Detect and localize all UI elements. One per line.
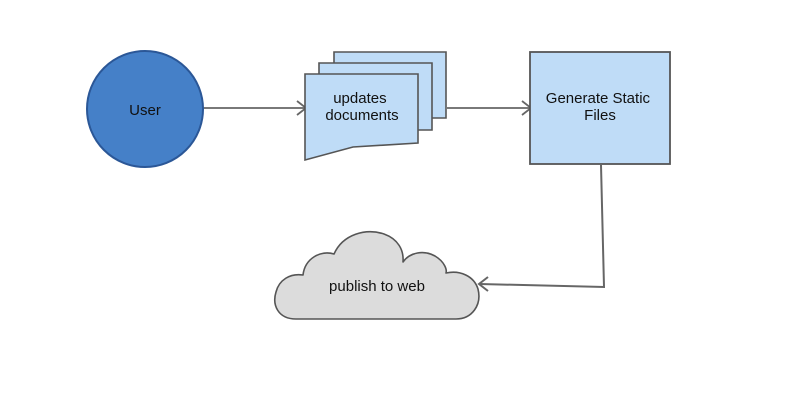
user-circle	[86, 50, 204, 168]
generate-node: Generate Static Files	[529, 51, 671, 165]
user-label: User	[129, 102, 161, 119]
document-front	[304, 73, 419, 162]
generate-label-line-1: Generate Static	[546, 90, 651, 107]
publish-label: publish to web	[329, 278, 425, 295]
generate-label-line-2: Files	[584, 107, 616, 124]
connector-generate-to-publish	[479, 164, 606, 289]
documents-label-line-1: updates	[333, 90, 386, 107]
generate-box	[529, 51, 671, 165]
user-node: User	[86, 50, 204, 168]
documents-label-line-2: documents	[325, 107, 398, 124]
publish-node: publish to web	[274, 231, 480, 320]
documents-label: updates documents	[325, 90, 398, 124]
documents-node: updates documents	[304, 51, 447, 162]
cloud-shape	[274, 231, 480, 320]
generate-label: Generate Static Files	[546, 90, 654, 124]
arrowhead-publish	[477, 276, 489, 292]
connectors	[203, 100, 606, 292]
